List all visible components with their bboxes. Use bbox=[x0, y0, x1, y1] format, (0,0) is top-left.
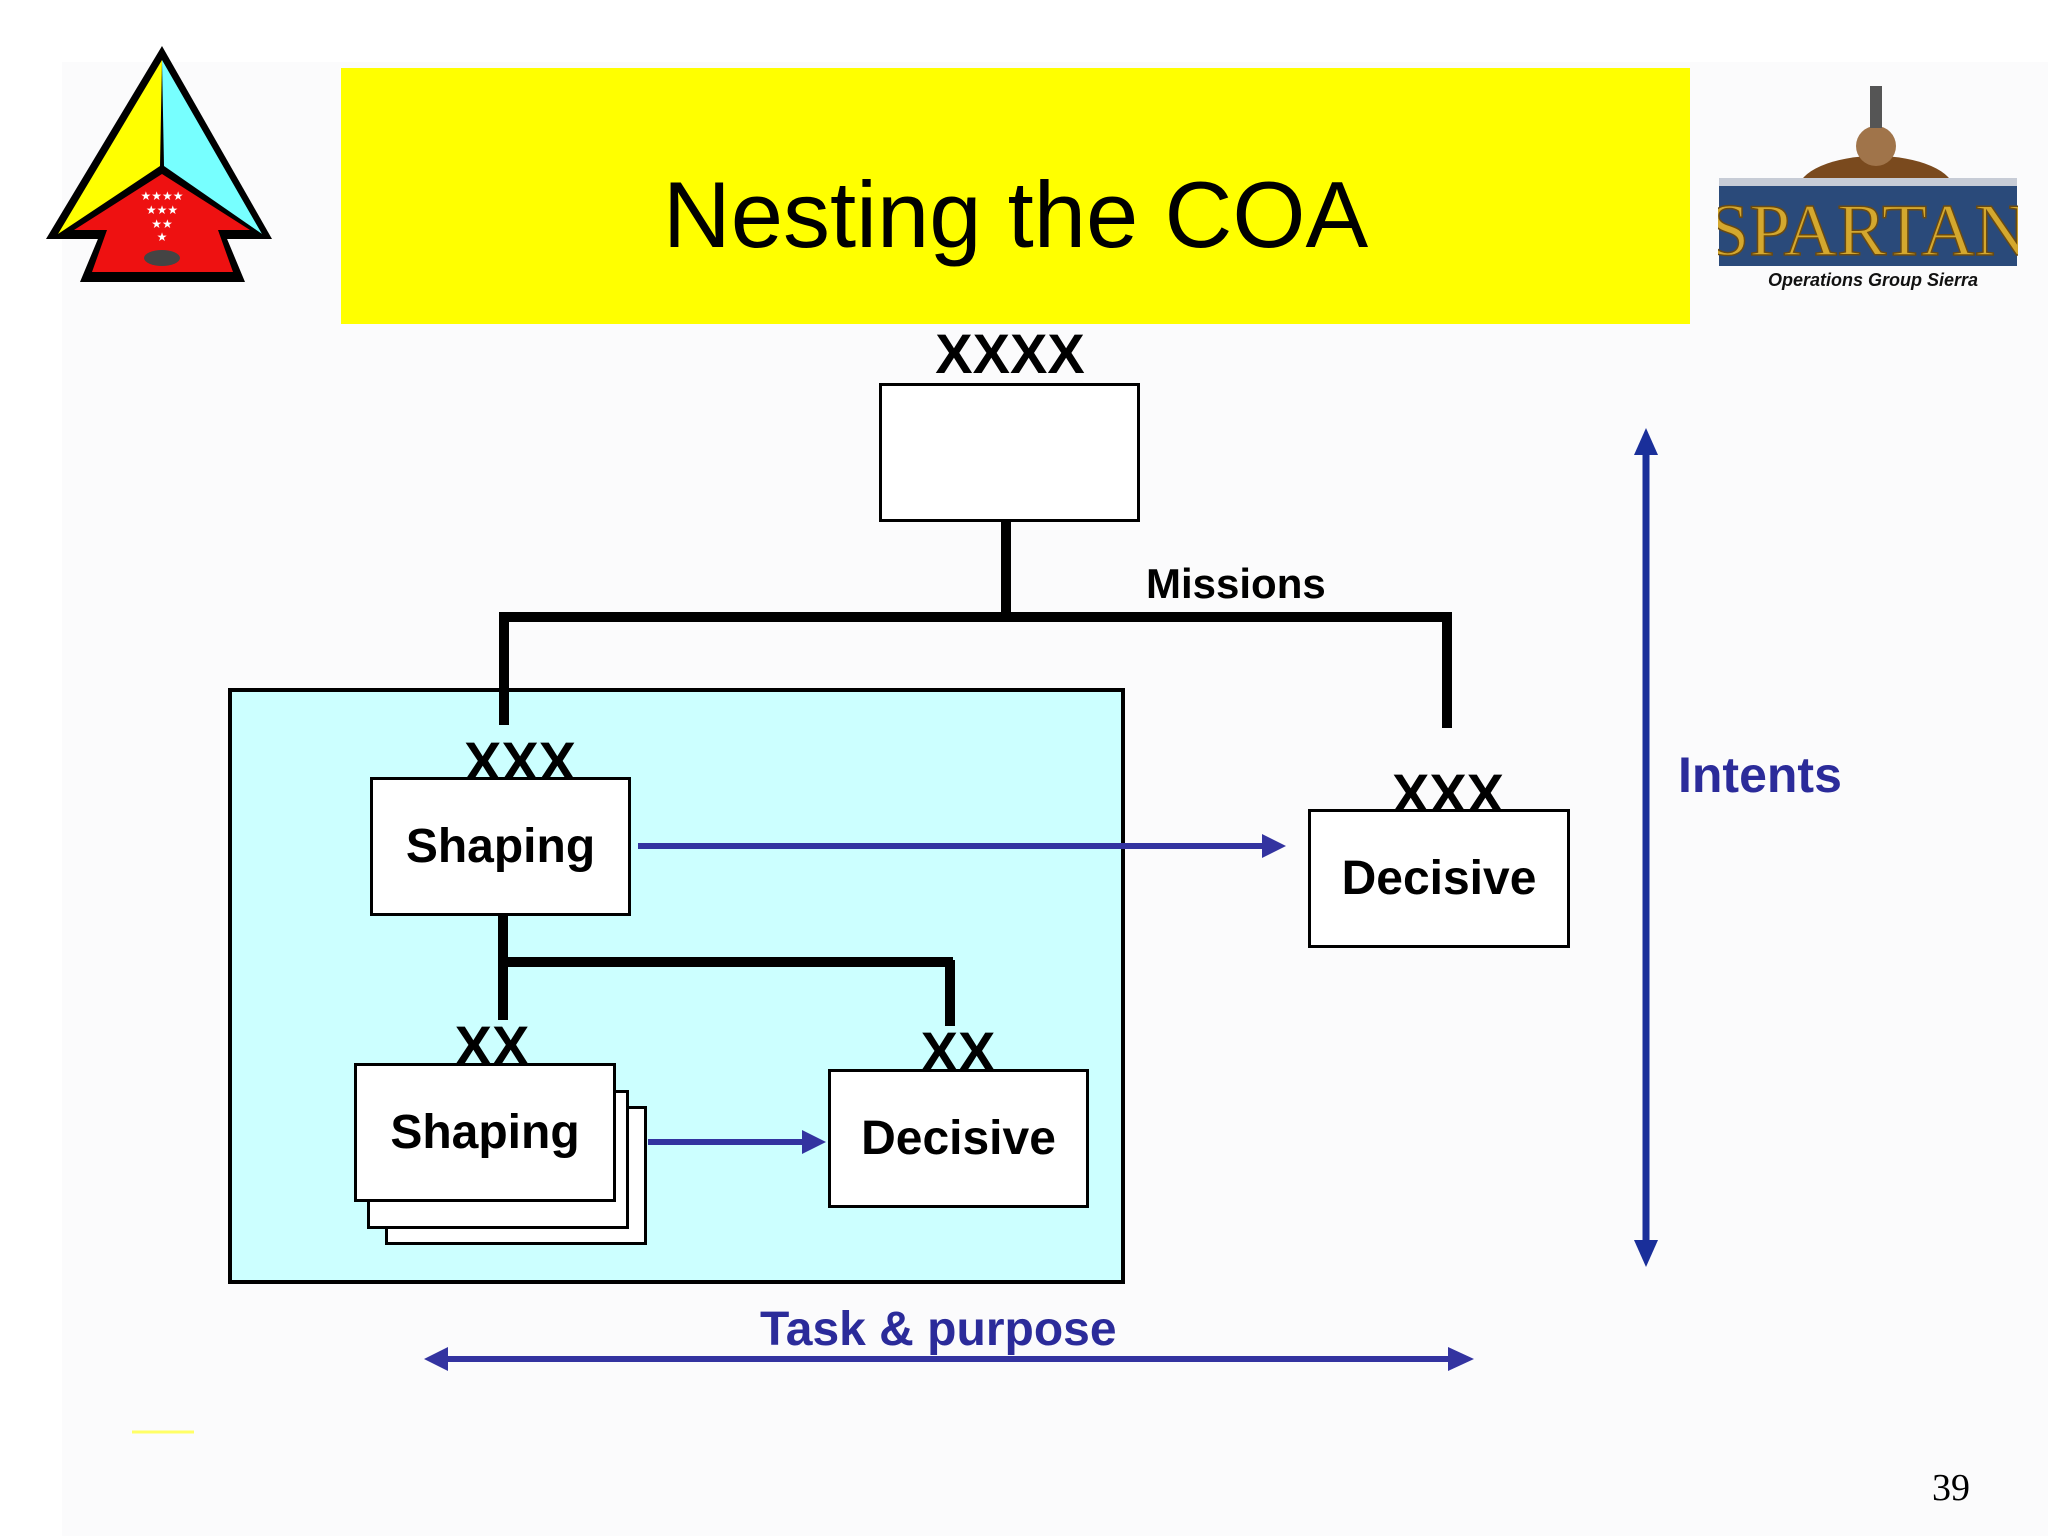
inner-tree-lines bbox=[498, 914, 955, 1026]
slide-title: Nesting the COA bbox=[662, 162, 1369, 267]
spartan-logo: SPARTAN bbox=[1718, 86, 2018, 273]
triangle-emblem-icon: ★★★★ ★★★ ★★ ★ bbox=[46, 46, 272, 282]
xx-shaping-to-decisive-arrow bbox=[648, 1130, 826, 1154]
svg-text:★★★: ★★★ bbox=[146, 203, 178, 217]
svg-text:★★★★: ★★★★ bbox=[140, 189, 183, 203]
xxxx-unit-box bbox=[879, 383, 1140, 522]
xxx-shaping-to-decisive-arrow bbox=[638, 834, 1286, 858]
svg-text:★: ★ bbox=[157, 230, 168, 244]
spartan-subtitle: Operations Group Sierra bbox=[1767, 270, 1979, 290]
xxxx-echelon-label: XXXX bbox=[935, 322, 1085, 385]
title-banner: Nesting the COA bbox=[341, 68, 1690, 324]
intents-double-arrow bbox=[1634, 428, 1658, 1267]
svg-text:★★: ★★ bbox=[151, 217, 173, 231]
task-purpose-label: Task & purpose bbox=[760, 1303, 1117, 1356]
xxx-decisive-box: Decisive bbox=[1308, 809, 1570, 948]
page-number: 39 bbox=[1932, 1467, 1970, 1509]
intents-label: Intents bbox=[1678, 747, 1842, 803]
spartan-wordmark: SPARTAN bbox=[1718, 190, 2018, 272]
xxx-shaping-box: Shaping bbox=[370, 777, 631, 916]
xx-decisive-box: Decisive bbox=[828, 1069, 1089, 1208]
task-purpose-double-arrow bbox=[424, 1347, 1474, 1371]
xx-shaping-box: Shaping bbox=[354, 1063, 616, 1202]
missions-tree-lines bbox=[499, 514, 1452, 728]
missions-label: Missions bbox=[1146, 560, 1326, 607]
